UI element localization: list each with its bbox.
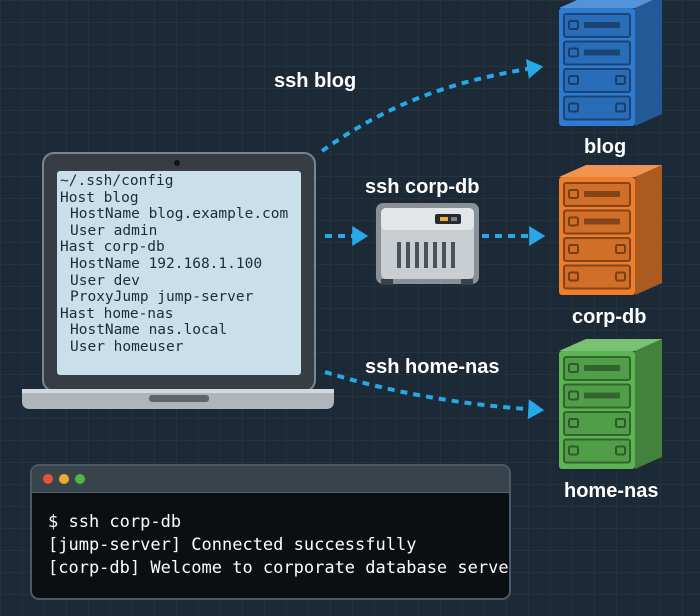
terminal-output: $ ssh corp-db [jump-server] Connected su…: [32, 493, 509, 580]
ssh-config-file: ~/.ssh/config Host blog HostName blog.ex…: [60, 173, 298, 375]
blog-server-label: blog: [584, 136, 627, 158]
terminal-line: $ ssh corp-db: [48, 512, 182, 532]
terminal-line: [corp-db] Welcome to corporate database …: [48, 558, 511, 578]
ssh-blog-label: ssh blog: [274, 70, 357, 92]
close-dot-icon[interactable]: [43, 474, 53, 484]
home-nas-server-icon: [559, 339, 662, 469]
config-host-blog: Host blog: [60, 189, 139, 206]
ssh-corp-db-label: ssh corp-db: [365, 176, 480, 198]
config-user-home-nas: User homeuser: [70, 338, 184, 355]
minimize-dot-icon[interactable]: [59, 474, 69, 484]
jump-server-icon: [376, 203, 479, 285]
terminal-title-bar: [32, 466, 509, 493]
terminal-window: $ ssh corp-db [jump-server] Connected su…: [30, 464, 511, 600]
config-host-home-nas: Hast home-nas: [60, 305, 174, 322]
laptop-icon: [22, 152, 334, 409]
home-nas-server-label: home-nas: [564, 480, 659, 502]
corp-db-server-icon: [559, 165, 662, 295]
config-proxyjump-corp-db: ProxyJump jump-server: [70, 289, 254, 306]
ssh-home-nas-label: ssh home-nas: [365, 356, 500, 378]
config-path: ~/.ssh/config: [60, 173, 174, 189]
config-host-corp-db: Hast corp-db: [60, 239, 165, 256]
home-nas-connection-arrow: [324, 370, 545, 420]
config-hostname-corp-db: HostName 192.168.1.100: [70, 255, 263, 272]
config-user-corp-db: User dev: [70, 272, 140, 289]
terminal-line: [jump-server] Connected successfully: [48, 535, 417, 555]
config-hostname-home-nas: HostName nas.local: [70, 322, 228, 339]
corp-db-server-label: corp-db: [572, 306, 647, 328]
blog-server-icon: [559, 0, 662, 126]
config-user-blog: User admin: [70, 222, 158, 239]
config-hostname-blog: HostName blog.example.com: [70, 206, 289, 223]
maximize-dot-icon[interactable]: [75, 474, 85, 484]
blog-connection-arrow: [320, 59, 544, 153]
